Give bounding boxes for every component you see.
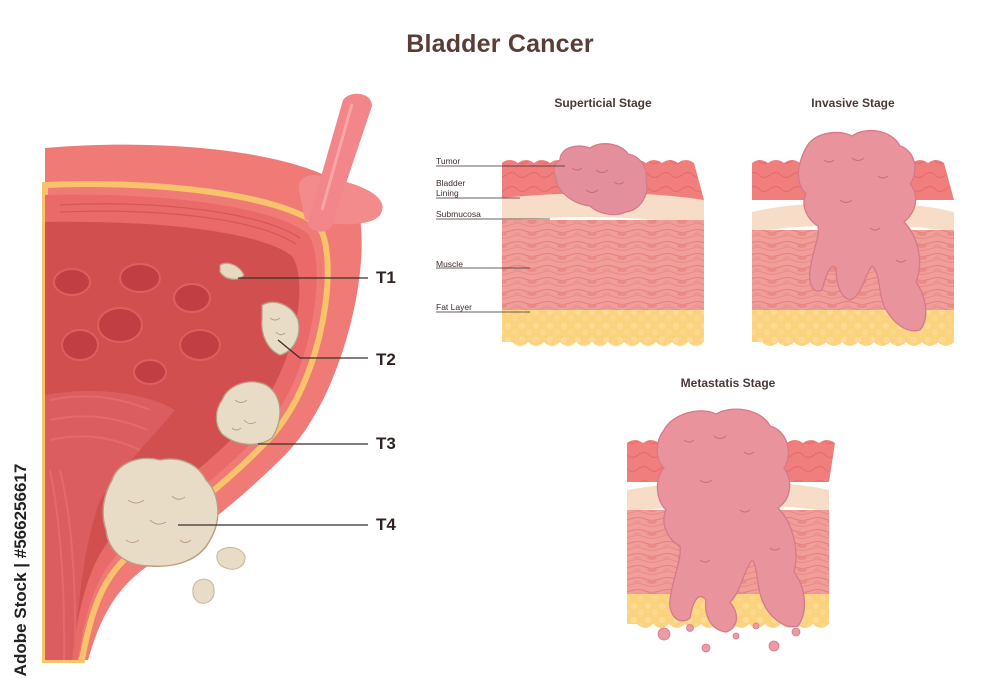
metastatic-stage-block [627, 408, 835, 653]
t3-label: T3 [376, 434, 396, 453]
tumor-t3 [215, 381, 281, 445]
layer-label-submucosa: Submucosa [436, 209, 481, 219]
t4-label: T4 [376, 515, 396, 534]
superficial-stage-title: Superticial Stage [554, 96, 652, 110]
tumor-t2 [261, 301, 300, 356]
t-stage-leaders [178, 277, 368, 526]
invasive-stage-title: Invasive Stage [811, 96, 895, 110]
layer-label-tumor: Tumor [436, 156, 461, 166]
tumor-t4 [102, 457, 246, 604]
page-title: Bladder Cancer [406, 30, 594, 58]
invasive-stage-block [752, 129, 954, 346]
layer-label-muscle: Muscle [436, 259, 463, 269]
stock-id-text: Adobe Stock | #566256617 [11, 463, 30, 677]
layer-leaders [436, 165, 565, 313]
tumor-t1 [219, 262, 245, 280]
stock-id-watermark: Adobe Stock | #566256617 [10, 460, 32, 680]
metastatic-stage-title: Metastatis Stage [680, 376, 776, 390]
layer-label-fat: Fat Layer [436, 302, 472, 312]
t1-label: T1 [376, 268, 396, 287]
ureter [298, 93, 383, 232]
layer-label-bladder-lining: Bladder Lining [436, 178, 466, 198]
superficial-stage-block [502, 143, 704, 346]
t2-label: T2 [376, 350, 396, 369]
